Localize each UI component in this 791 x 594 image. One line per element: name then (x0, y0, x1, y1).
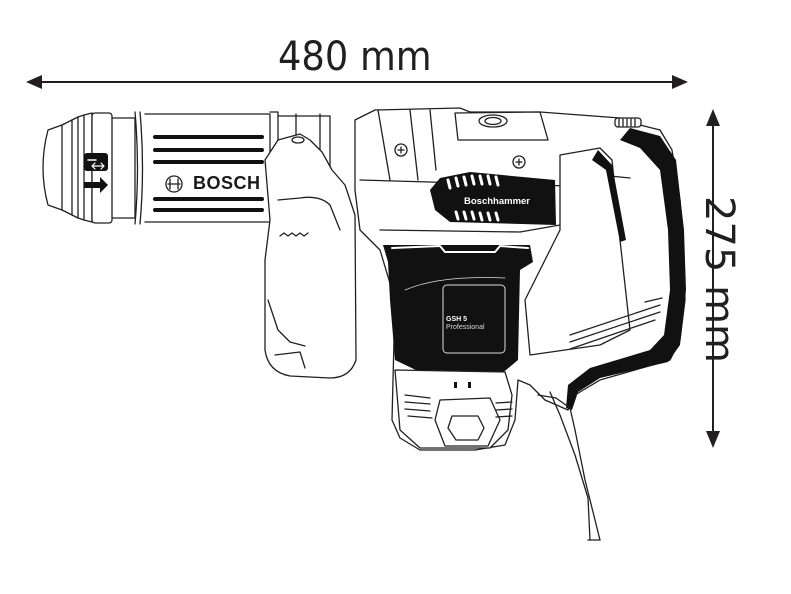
arrow-right-icon (84, 177, 108, 193)
height-dimension-arrow (706, 109, 720, 448)
width-dimension-label: 480 mm (278, 34, 432, 80)
bosch-armature-logo-icon (165, 175, 183, 193)
lock-release-icon (84, 153, 108, 171)
brand-logo-text: BOSCH (193, 173, 261, 193)
motor-cap (394, 369, 513, 449)
motor-housing (383, 245, 533, 375)
feature-label-text: Boschhammer (464, 196, 530, 207)
auxiliary-handle (264, 133, 357, 379)
width-dimension-arrow (26, 75, 688, 89)
power-cord (537, 391, 601, 541)
boschhammer-label-panel (430, 172, 556, 225)
barrel-grip-ribs (153, 135, 264, 212)
model-line-text: Professional (446, 324, 485, 331)
height-dimension-label: 275 mm (696, 196, 742, 363)
model-name-text: GSH 5 (446, 316, 468, 323)
